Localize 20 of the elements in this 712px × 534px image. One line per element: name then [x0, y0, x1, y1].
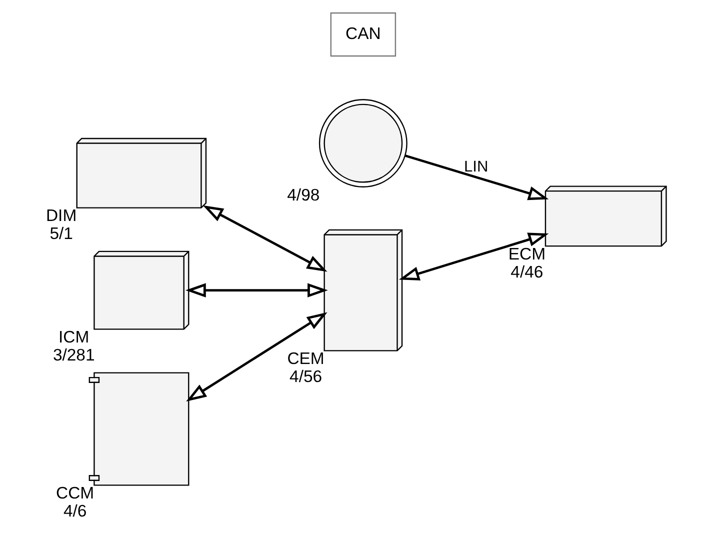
node-label: 5/1	[50, 224, 73, 244]
node-label: CEM	[287, 349, 324, 368]
node-label: ICM	[58, 328, 90, 347]
node-label: DIM	[46, 206, 77, 226]
arrow	[398, 232, 549, 280]
node-label: CCM	[56, 484, 94, 503]
node-label: ECM	[508, 244, 546, 264]
arrow	[186, 283, 328, 298]
node-picture	[318, 99, 408, 188]
node-label: 4/56	[290, 367, 322, 386]
node-label: 4/6	[63, 501, 87, 520]
arrow	[202, 205, 328, 272]
node-box: CAN	[330, 12, 396, 57]
node-label: 4/98	[287, 185, 320, 204]
arrow	[404, 154, 549, 200]
arrow	[186, 312, 328, 402]
node-picture	[88, 372, 190, 486]
node-label: 4/46	[510, 262, 544, 282]
node-label: 3/281	[52, 345, 95, 364]
edge-label: LIN	[464, 158, 488, 176]
